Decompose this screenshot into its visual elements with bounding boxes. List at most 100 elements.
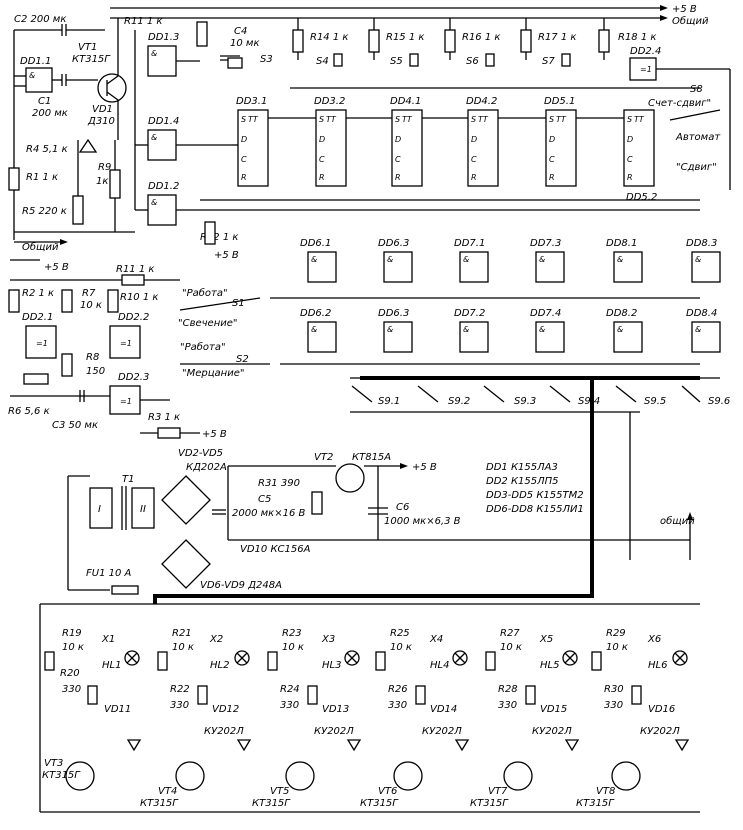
s9-4-switch[interactable]: S9.4	[549, 385, 600, 407]
svg-text:КУ202Л: КУ202Л	[532, 726, 572, 737]
svg-text:DD4.1: DD4.1	[390, 96, 421, 107]
trigger-dd5-2: DD5.2 TT SD CR	[623, 109, 657, 203]
top-button-row: R14 1 к S4 R15 1 к S5 R16 1 к S6 R17 1 к…	[292, 18, 656, 67]
svg-text:TT: TT	[556, 115, 567, 124]
svg-text:VD14: VD14	[430, 704, 457, 715]
svg-text:HL2: HL2	[210, 660, 229, 671]
svg-text:R30: R30	[604, 684, 624, 695]
svg-text:R21: R21	[172, 628, 192, 639]
svg-text:D: D	[549, 135, 555, 144]
svg-text:DD7.3: DD7.3	[530, 238, 561, 249]
dd8-2-gate	[613, 321, 643, 353]
svg-text:330: 330	[170, 700, 189, 711]
svg-text:D: D	[627, 135, 633, 144]
r9-val: 1к	[96, 176, 108, 187]
svg-text:&: &	[463, 255, 469, 264]
s9-2-switch[interactable]: S9.2	[417, 385, 470, 407]
r7-label: R7	[82, 288, 96, 299]
r3-resistor	[157, 427, 181, 439]
r15-resistor	[368, 29, 380, 53]
svg-text:DD4.2: DD4.2	[466, 96, 497, 107]
r8-label: R8	[86, 352, 99, 363]
svg-text:КУ202Л: КУ202Л	[640, 726, 680, 737]
svg-text:DD5.2: DD5.2	[626, 192, 657, 203]
svg-text:&: &	[29, 71, 35, 80]
s6-button	[485, 53, 495, 67]
r10-resistor	[107, 289, 119, 313]
r5-label: R5 220 к	[22, 206, 67, 217]
svg-text:S9.2: S9.2	[448, 396, 470, 407]
s9-5-switch[interactable]: S9.5	[615, 385, 666, 407]
chip-legend: DD1 К155ЛА3 DD2 К155ЛП5 DD3-DD5 К155ТМ2 …	[486, 462, 584, 515]
r5-resistor	[72, 195, 84, 225]
dd6-2-gate	[307, 321, 337, 353]
svg-text:=1: =1	[120, 339, 132, 348]
vd2-label: VD2-VD5	[178, 448, 223, 459]
svg-text:DD8.2: DD8.2	[606, 308, 637, 319]
c4-val: 10 мк	[230, 38, 260, 49]
svg-text:R23: R23	[282, 628, 302, 639]
fu1-fuse	[111, 585, 139, 595]
svg-text:R22: R22	[170, 684, 190, 695]
dd1-3-label: DD1.3	[148, 32, 179, 43]
svg-text:VT5: VT5	[270, 786, 289, 797]
svg-text:S: S	[549, 115, 554, 124]
c5-label: C5	[258, 494, 271, 505]
s9-3-switch[interactable]: S9.3	[483, 385, 536, 407]
r12-label: R12 1 к	[200, 232, 238, 243]
r6-label: R6 5,6 к	[8, 406, 50, 417]
svg-text:КУ202Л: КУ202Л	[204, 726, 244, 737]
svg-text:HL1: HL1	[102, 660, 121, 671]
s9-1-switch[interactable]: S9.1	[351, 385, 400, 407]
r9-label: R9	[98, 162, 111, 173]
r6-resistor	[23, 373, 49, 385]
svg-text:DD7.1: DD7.1	[454, 238, 485, 249]
r7-val: 10 к	[80, 300, 102, 311]
vd2-type: КД202А	[186, 462, 227, 473]
svg-text:X2: X2	[209, 634, 223, 645]
vt2-out: +5 В	[412, 462, 437, 473]
s5-label: S5	[390, 56, 403, 67]
svg-text:S: S	[471, 115, 476, 124]
r1-resistor	[8, 167, 20, 191]
s3-button	[227, 57, 243, 69]
svg-text:=1: =1	[640, 65, 652, 74]
trigger-dd5-1: DD5.1 TT SD CR	[544, 96, 577, 187]
dd2-1-label: DD2.1	[22, 312, 53, 323]
svg-text:X5: X5	[539, 634, 553, 645]
svg-text:R: R	[241, 173, 247, 182]
r3-label: R3 1 к	[148, 412, 180, 423]
svg-text:DD3.2: DD3.2	[314, 96, 345, 107]
svg-text:C: C	[319, 155, 325, 164]
svg-text:КТ315Г: КТ315Г	[576, 798, 615, 809]
dd2-3-gate	[109, 385, 141, 415]
svg-text:10 к: 10 к	[500, 642, 522, 653]
svg-text:10 к: 10 к	[606, 642, 628, 653]
r17-label: R17 1 к	[538, 32, 576, 43]
svg-text:VD11: VD11	[104, 704, 131, 715]
dd1-2-label: DD1.2	[148, 181, 179, 192]
svg-text:TT: TT	[478, 115, 489, 124]
svg-text:330: 330	[280, 700, 299, 711]
s8-opt3: "Сдвиг"	[676, 162, 717, 173]
vt1-label: VT1	[78, 42, 97, 53]
c5-val: 2000 мк×16 В	[232, 508, 305, 519]
power-supply: T1 I II VD2-VD5 КД202А R31 390 C5 2000 м…	[67, 412, 695, 595]
mode-rabota-2: "Работа"	[180, 341, 226, 353]
svg-text:HL5: HL5	[540, 660, 559, 671]
s9-6-switch[interactable]: S9.6	[681, 385, 730, 407]
svg-text:&: &	[695, 325, 701, 334]
svg-text:DD8.1: DD8.1	[606, 238, 637, 249]
r16-label: R16 1 к	[462, 32, 500, 43]
svg-text:VT7: VT7	[488, 786, 508, 797]
svg-text:S9.5: S9.5	[644, 396, 666, 407]
svg-text:КТ315Г: КТ315Г	[360, 798, 399, 809]
s5-button	[409, 53, 419, 67]
vd1-label: VD1	[92, 104, 113, 115]
gate-row-lower: & DD6.2 & DD6.3 & DD7.2 & DD7.4 & DD8.2 …	[300, 308, 721, 353]
common-right-label: общий	[660, 515, 695, 527]
svg-text:DD3.1: DD3.1	[236, 96, 267, 107]
svg-text:330: 330	[62, 684, 81, 695]
